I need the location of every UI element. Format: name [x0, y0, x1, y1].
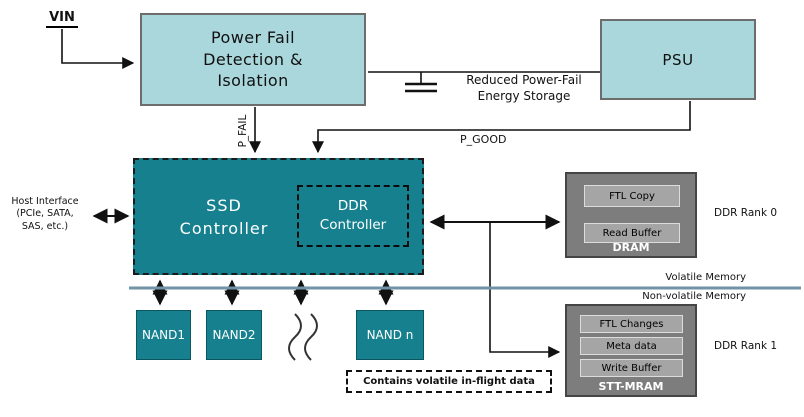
dram-title: DRAM [612, 241, 650, 254]
ddr-rank0-label: DDR Rank 0 [714, 207, 778, 219]
sttmram-item-ftl-changes: FTL Changes [580, 315, 683, 333]
sttmram-title: STT-MRAM [598, 380, 664, 393]
nand-n-box: NAND n [356, 310, 424, 360]
vin-label: VIN [46, 10, 78, 28]
dram-item-read-buffer: Read Buffer [584, 223, 680, 243]
nand2-box: NAND2 [206, 310, 262, 360]
power-fail-box: Power Fail Detection & Isolation [140, 13, 366, 106]
capacitor-symbol [405, 72, 437, 91]
dram-sttmram-wire [490, 222, 561, 358]
sttmram-item-write-buffer: Write Buffer [580, 359, 683, 377]
psu-box: PSU [600, 19, 756, 100]
dram-box: FTL Copy Read Buffer DRAM [565, 172, 697, 258]
sttmram-box: FTL Changes Meta data Write Buffer STT-M… [565, 304, 697, 397]
nonvolatile-memory-label: Non-volatile Memory [642, 291, 746, 302]
vin-wire [62, 29, 135, 69]
energy-storage-label: Reduced Power-Fail Energy Storage [466, 73, 582, 103]
inflight-note-box: Contains volatile in-flight data [346, 370, 552, 393]
nand-break-squiggle [289, 314, 317, 360]
nand-arrows [152, 279, 394, 306]
sttmram-item-meta-data: Meta data [580, 337, 683, 355]
ssd-controller-label: SSD Controller [179, 196, 269, 239]
ddr-controller-box: DDR Controller [297, 185, 409, 247]
ssd-controller-box: SSD Controller DDR Controller [133, 158, 424, 275]
volatile-memory-label: Volatile Memory [665, 272, 746, 283]
p-good-label: P_GOOD [460, 133, 507, 146]
nand1-box: NAND1 [136, 310, 191, 360]
dram-item-ftl-copy: FTL Copy [584, 185, 680, 207]
p-fail-label: P_FAIL [237, 114, 249, 148]
host-interface-label: Host Interface (PCIe, SATA, SAS, etc.) [11, 196, 79, 232]
ddr-rank1-label: DDR Rank 1 [714, 340, 778, 352]
